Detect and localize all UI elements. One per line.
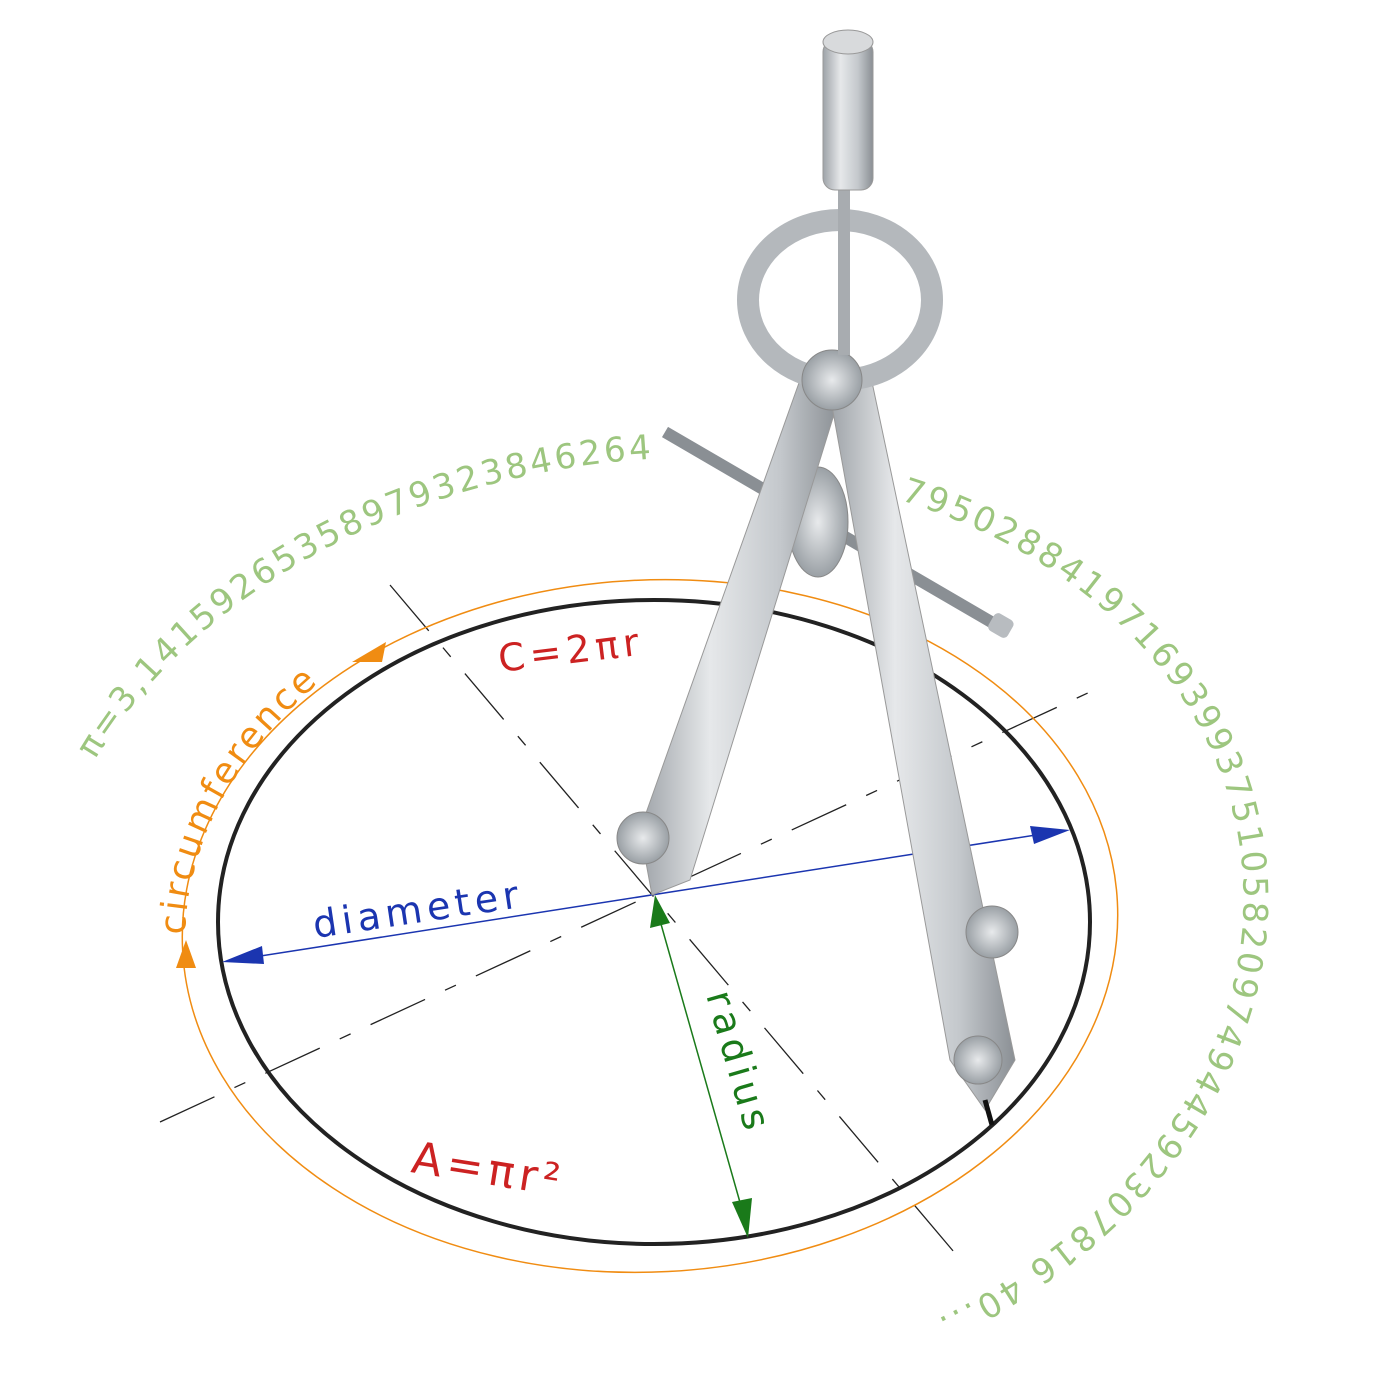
drawing-compass — [616, 29, 1019, 1126]
compass-handle — [822, 39, 874, 191]
radius-line — [656, 909, 746, 1221]
radius-label: radius — [697, 985, 780, 1139]
compass-left-leg — [639, 379, 841, 896]
diameter-arrow-left-icon — [222, 946, 264, 964]
circumference-label: circumference — [153, 657, 326, 935]
radius-arrow-bottom-icon — [732, 1198, 752, 1238]
area-formula: A=πr² — [408, 1132, 568, 1206]
axis-line-1 — [389, 584, 966, 1266]
circle-outline — [216, 598, 1092, 1246]
circumference-arrow-icon — [352, 642, 386, 662]
pi-digits-part1: π=3,14159265358979323846264 — [68, 428, 654, 765]
circumference-formula: C=2πr — [496, 619, 646, 680]
diameter-arrow-right-icon — [1030, 826, 1070, 844]
diameter-label: diameter — [310, 872, 526, 947]
circumference-arrow-icon — [176, 940, 196, 968]
radius-arrow-top-icon — [650, 895, 670, 928]
